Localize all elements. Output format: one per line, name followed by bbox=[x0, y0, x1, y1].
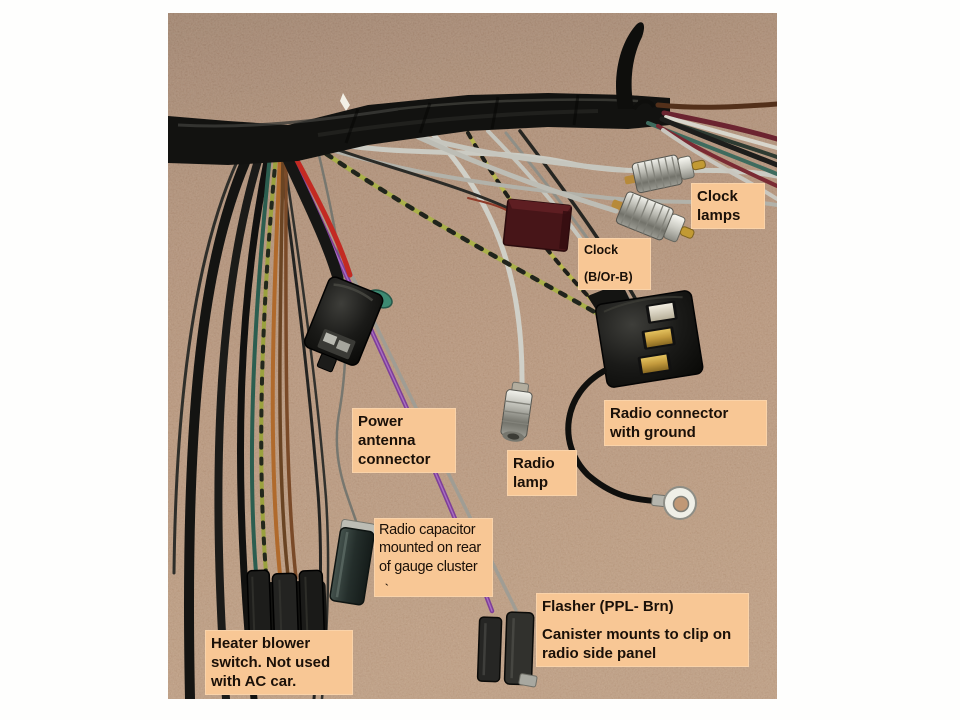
clock-lamp-socket-2 bbox=[611, 191, 695, 243]
label-clock-code: (B/Or-B) bbox=[584, 270, 633, 285]
label-radio-capacitor-text: Radio capacitor mounted on rear of gauge… bbox=[379, 522, 481, 575]
photo-artwork bbox=[168, 13, 777, 699]
ground-wire bbox=[565, 368, 697, 520]
label-flasher-gap bbox=[542, 616, 743, 625]
label-heater-switch: Heater blower switch. Not used with AC c… bbox=[205, 630, 353, 696]
ground-ring-terminal bbox=[663, 486, 697, 520]
clock-connector-block bbox=[502, 198, 573, 252]
label-flasher: Flasher (PPL- Brn) Canister mounts to cl… bbox=[536, 593, 749, 668]
label-clock: Clock (B/Or-B) bbox=[578, 238, 651, 290]
label-clock-lamps: Clock lamps bbox=[691, 183, 765, 230]
wiring-harness-photo: Clock lamps Clock (B/Or-B) Power antenna… bbox=[168, 13, 777, 699]
clock-lamp-socket-1 bbox=[624, 154, 706, 194]
label-radio-connector: Radio connector with ground bbox=[604, 400, 767, 447]
power-antenna-connector bbox=[303, 276, 393, 373]
radio-lamp-socket bbox=[500, 381, 533, 442]
label-clock-title: Clock bbox=[584, 243, 619, 257]
radio-capacitor bbox=[329, 519, 376, 606]
harness-strap bbox=[616, 22, 656, 111]
label-radio-capacitor: Radio capacitor mounted on rear of gauge… bbox=[374, 518, 493, 598]
label-flasher-title: Flasher (PPL- Brn) bbox=[542, 598, 674, 615]
flasher-terminals bbox=[476, 611, 538, 688]
label-radio-capacitor-mark: ` bbox=[385, 583, 389, 596]
label-clock-gap bbox=[584, 258, 645, 269]
label-power-antenna: Power antenna connector bbox=[352, 408, 456, 474]
label-radio-lamp: Radio lamp bbox=[507, 450, 577, 497]
radio-connector bbox=[587, 282, 704, 388]
white-speck bbox=[340, 93, 350, 111]
label-flasher-body: Canister mounts to clip on radio side pa… bbox=[542, 626, 732, 663]
wire-exits-right bbox=[646, 101, 777, 201]
harness-trunk bbox=[168, 93, 670, 165]
